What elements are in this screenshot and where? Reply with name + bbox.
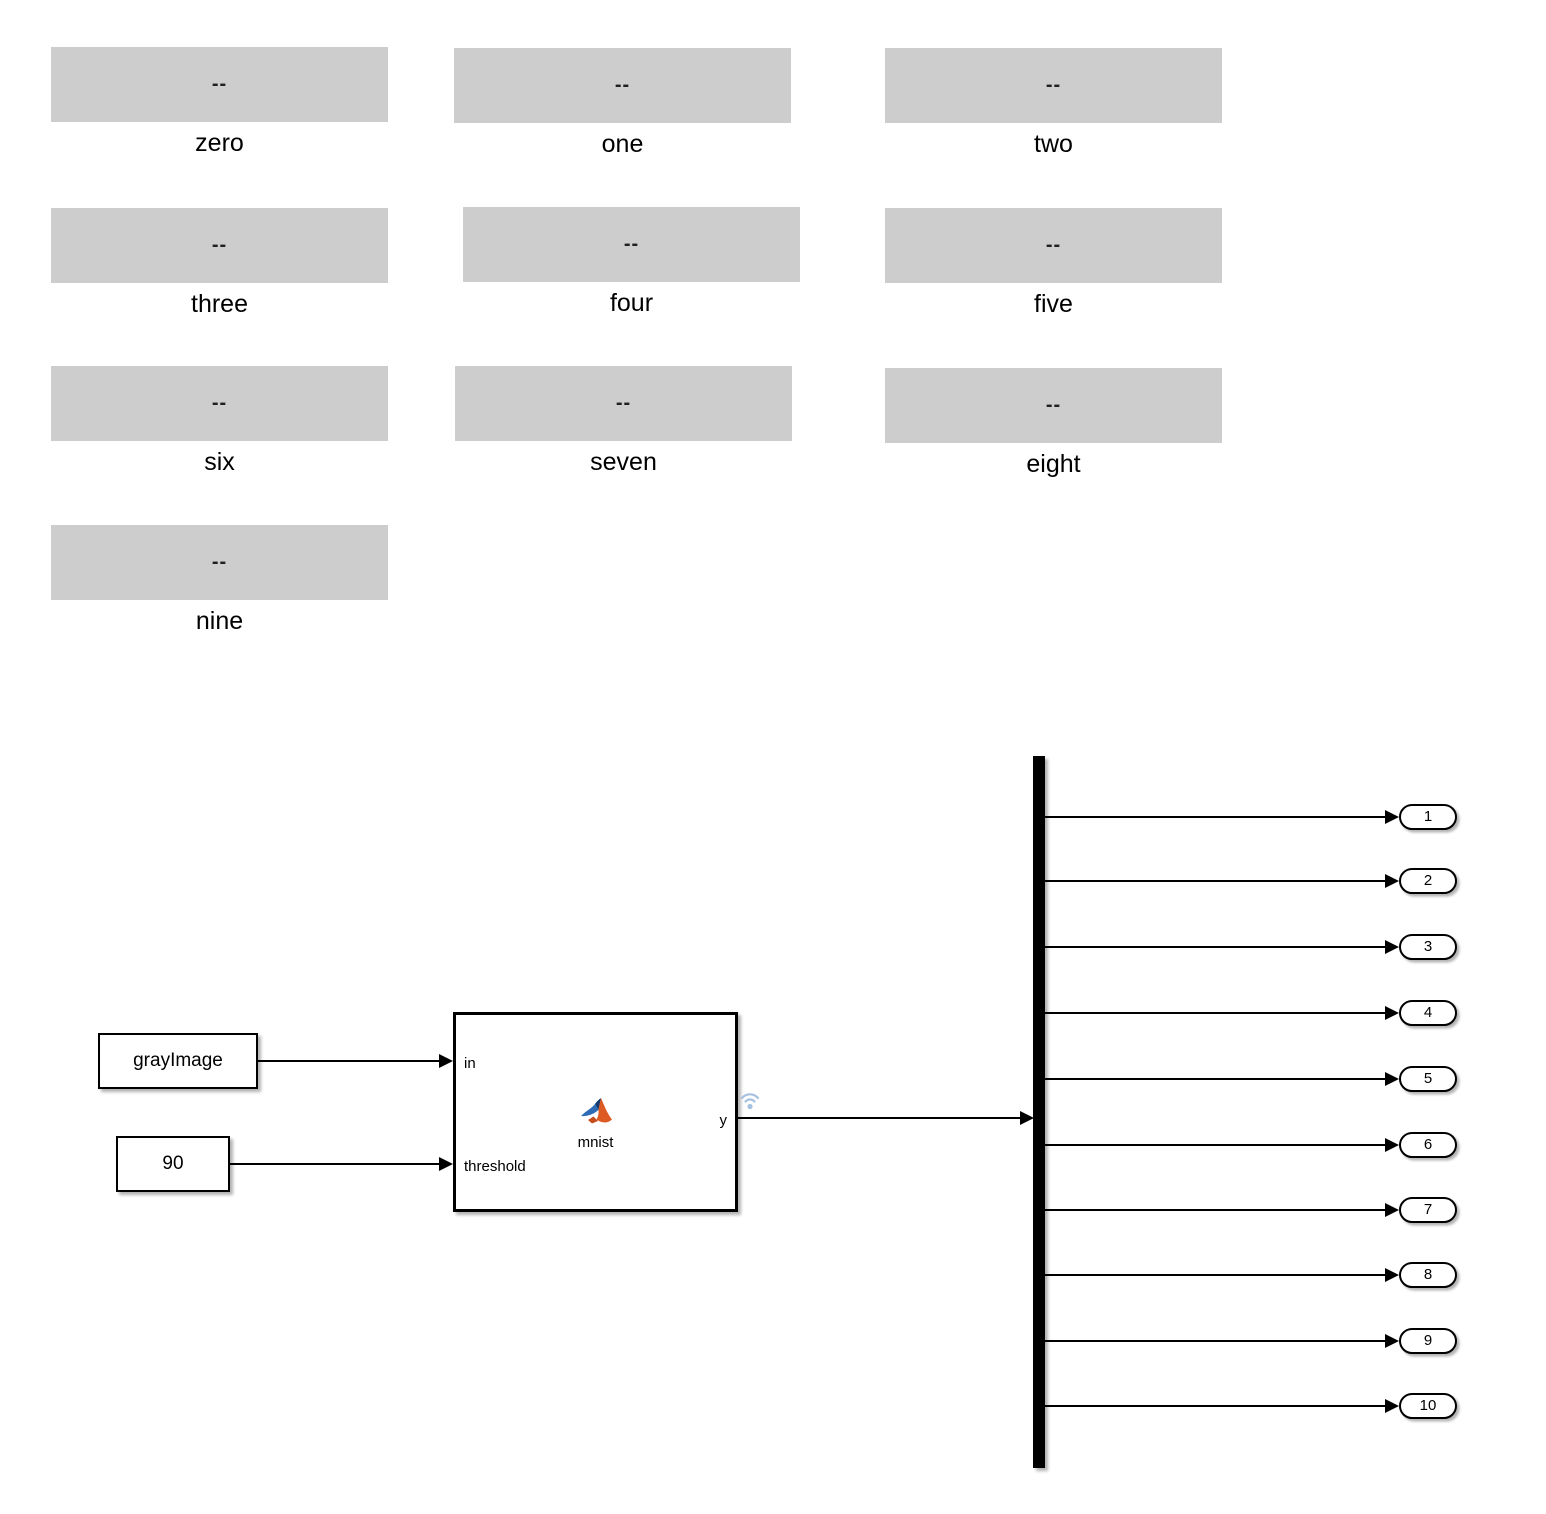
display-block-six[interactable]: --: [51, 366, 388, 441]
wire-demux-to-outport-8[interactable]: [1045, 1274, 1385, 1276]
outport-7[interactable]: 7: [1399, 1197, 1457, 1223]
wire-demux-to-outport-6[interactable]: [1045, 1144, 1385, 1146]
wire-demux-to-outport-7[interactable]: [1045, 1209, 1385, 1211]
matlab-function-block-mnist[interactable]: in threshold y mnist: [453, 1012, 738, 1212]
display-group-five: -- five: [885, 208, 1222, 319]
outport-5[interactable]: 5: [1399, 1066, 1457, 1092]
display-group-nine: -- nine: [51, 525, 388, 636]
display-block-three[interactable]: --: [51, 208, 388, 283]
display-label-four: four: [609, 289, 654, 317]
matlab-membrane-icon: [579, 1095, 615, 1129]
outport-4[interactable]: 4: [1399, 1000, 1457, 1026]
function-block-name: mnist: [577, 1134, 614, 1151]
wire-demux-to-outport-9[interactable]: [1045, 1340, 1385, 1342]
wire-arrowhead-icon: [439, 1157, 453, 1171]
display-group-one: -- one: [454, 48, 791, 159]
constant-block-90[interactable]: 90: [116, 1136, 230, 1192]
outport-3[interactable]: 3: [1399, 934, 1457, 960]
wire-arrowhead-icon: [1385, 1072, 1399, 1086]
wire-arrowhead-icon: [1385, 1203, 1399, 1217]
wire-arrowhead-icon: [1385, 1334, 1399, 1348]
wire-grayimage-to-in[interactable]: [258, 1060, 439, 1062]
outport-8[interactable]: 8: [1399, 1262, 1457, 1288]
output-port-label-y: y: [719, 1112, 728, 1129]
display-group-seven: -- seven: [455, 366, 792, 477]
display-block-five[interactable]: --: [885, 208, 1222, 283]
wire-demux-to-outport-2[interactable]: [1045, 880, 1385, 882]
display-group-eight: -- eight: [885, 368, 1222, 479]
display-group-four: -- four: [463, 207, 800, 318]
wire-arrowhead-icon: [1385, 810, 1399, 824]
demux-block[interactable]: [1033, 756, 1045, 1468]
display-block-seven[interactable]: --: [455, 366, 792, 441]
display-block-zero[interactable]: --: [51, 47, 388, 122]
display-group-six: -- six: [51, 366, 388, 477]
outport-6[interactable]: 6: [1399, 1132, 1457, 1158]
wire-demux-to-outport-1[interactable]: [1045, 816, 1385, 818]
constant-block-grayimage[interactable]: grayImage: [98, 1033, 258, 1089]
wire-arrowhead-icon: [1385, 1399, 1399, 1413]
wire-arrowhead-icon: [1385, 1006, 1399, 1020]
display-label-two: two: [1034, 130, 1073, 158]
display-group-zero: -- zero: [51, 47, 388, 158]
input-port-label-threshold: threshold: [464, 1158, 526, 1175]
signal-logging-wifi-badge-icon: [739, 1086, 761, 1112]
outport-10[interactable]: 10: [1399, 1393, 1457, 1419]
display-label-nine: nine: [195, 607, 244, 635]
input-port-label-in: in: [464, 1055, 476, 1072]
display-label-three: three: [191, 290, 248, 318]
wire-90-to-threshold[interactable]: [230, 1163, 439, 1165]
display-block-nine[interactable]: --: [51, 525, 388, 600]
outport-9[interactable]: 9: [1399, 1328, 1457, 1354]
wire-arrowhead-icon: [1385, 1268, 1399, 1282]
display-group-two: -- two: [885, 48, 1222, 159]
display-block-two[interactable]: --: [885, 48, 1222, 123]
wire-arrowhead-icon: [439, 1054, 453, 1068]
display-block-four[interactable]: --: [463, 207, 800, 282]
wire-demux-to-outport-10[interactable]: [1045, 1405, 1385, 1407]
wire-demux-to-outport-3[interactable]: [1045, 946, 1385, 948]
outport-2[interactable]: 2: [1399, 868, 1457, 894]
display-label-five: five: [1034, 290, 1073, 318]
wire-arrowhead-icon: [1385, 1138, 1399, 1152]
wire-arrowhead-icon: [1385, 940, 1399, 954]
display-label-seven: seven: [590, 448, 657, 476]
display-group-three: -- three: [51, 208, 388, 319]
outport-1[interactable]: 1: [1399, 804, 1457, 830]
wire-demux-to-outport-4[interactable]: [1045, 1012, 1385, 1014]
display-label-one: one: [601, 130, 644, 158]
display-label-eight: eight: [1026, 450, 1081, 478]
wire-arrowhead-icon: [1385, 874, 1399, 888]
display-label-six: six: [204, 448, 235, 476]
display-label-zero: zero: [195, 129, 244, 157]
wire-y-to-demux[interactable]: [738, 1117, 1021, 1119]
wire-arrowhead-icon: [1020, 1111, 1034, 1125]
display-block-one[interactable]: --: [454, 48, 791, 123]
wire-demux-to-outport-5[interactable]: [1045, 1078, 1385, 1080]
display-block-eight[interactable]: --: [885, 368, 1222, 443]
